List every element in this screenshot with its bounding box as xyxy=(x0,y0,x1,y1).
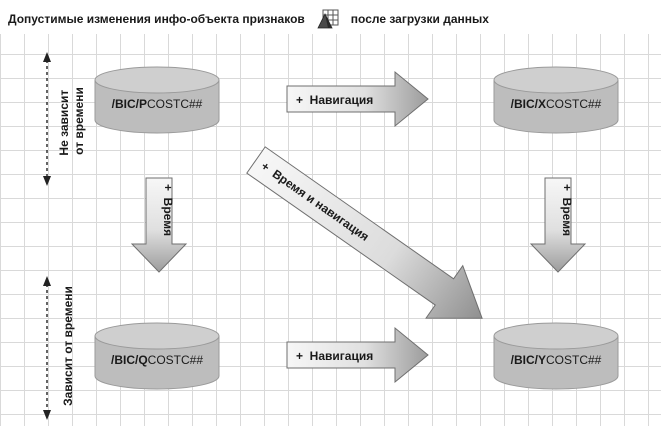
table-q-prefix: /BIC/Q xyxy=(111,353,148,367)
side-indicator-time-dependent: Зависит от времени xyxy=(43,276,75,420)
table-cylinder-y: /BIC/YCOSTC## xyxy=(493,322,619,390)
table-p-prefix: /BIC/P xyxy=(112,97,147,111)
table-y-prefix: /BIC/Y xyxy=(511,353,546,367)
characteristic-infoobject-icon xyxy=(317,9,339,29)
svg-text:/BIC/QCOSTC##: /BIC/QCOSTC## xyxy=(111,353,203,367)
title-bar: Допустимые изменения инфо-объекта призна… xyxy=(0,0,661,34)
table-cylinder-x: /BIC/XCOSTC## xyxy=(493,66,619,134)
table-cylinder-q: /BIC/QCOSTC## xyxy=(94,322,220,390)
side-label-top-line2: от времени xyxy=(72,87,86,155)
table-cylinder-p: /BIC/PCOSTC## xyxy=(94,66,220,134)
svg-text:/BIC/PCOSTC##: /BIC/PCOSTC## xyxy=(112,97,203,111)
side-indicator-time-independent: Не зависит от времени xyxy=(43,52,86,186)
arrow-bottom-navigation-label: + Навигация xyxy=(296,349,373,363)
arrow-right-time-label: + Время xyxy=(560,184,574,236)
title-text-before: Допустимые изменения инфо-объекта призна… xyxy=(8,12,305,26)
title-text-after: после загрузки данных xyxy=(350,12,489,26)
arrow-top-navigation: + Навигация xyxy=(286,70,429,128)
table-p-name: COSTC## xyxy=(147,97,203,111)
arrow-diagonal-time-navigation: + Время и навигация xyxy=(246,146,483,319)
svg-text:/BIC/YCOSTC##: /BIC/YCOSTC## xyxy=(511,353,602,367)
table-x-name: COSTC## xyxy=(546,97,602,111)
arrow-diagonal-label: + Время и навигация xyxy=(259,159,372,244)
arrow-left-time: + Время xyxy=(130,177,188,273)
svg-text:Не зависит от времени: Не зависит от времени xyxy=(57,86,86,155)
table-q-name: COSTC## xyxy=(148,353,204,367)
svg-text:/BIC/XCOSTC##: /BIC/XCOSTC## xyxy=(511,97,602,111)
table-y-name: COSTC## xyxy=(546,353,602,367)
arrow-top-navigation-label: + Навигация xyxy=(296,93,373,107)
arrow-bottom-navigation: + Навигация xyxy=(286,326,429,384)
table-x-prefix: /BIC/X xyxy=(511,97,546,111)
page-title: Допустимые изменения инфо-объекта призна… xyxy=(8,9,489,29)
side-label-bottom: Зависит от времени xyxy=(61,286,75,406)
side-label-top-line1: Не зависит xyxy=(57,90,71,156)
arrow-left-time-label: + Время xyxy=(161,184,175,236)
arrow-right-time: + Время xyxy=(529,177,587,273)
